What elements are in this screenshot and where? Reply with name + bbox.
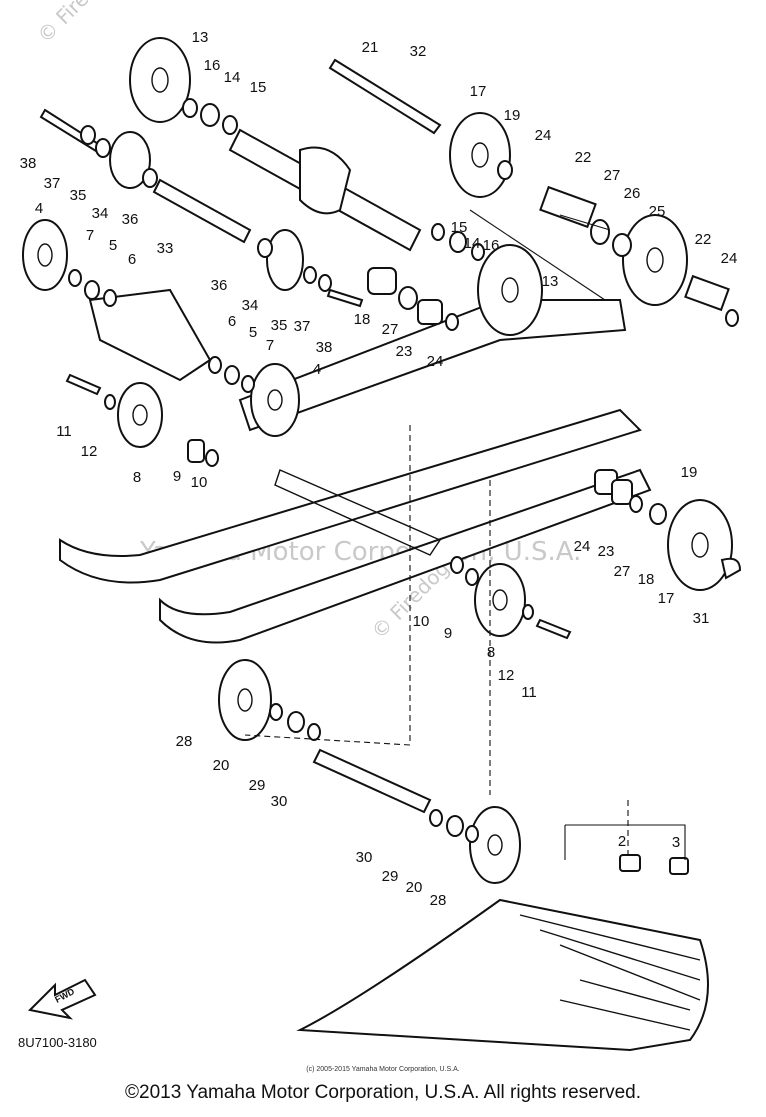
callout-number: 12: [498, 667, 515, 684]
callout-number: 28: [176, 733, 193, 750]
callout-number: 24: [721, 250, 738, 267]
callout-number: 5: [109, 237, 117, 254]
callout-number: 11: [56, 423, 72, 440]
front-axle: [152, 58, 442, 252]
callout-number: 8: [487, 644, 495, 661]
callout-number: 17: [470, 83, 487, 100]
callout-number: 34: [92, 205, 109, 222]
callout-number: 7: [266, 337, 274, 354]
callout-number: 4: [35, 200, 43, 217]
callout-number: 4: [313, 361, 321, 378]
callout-number: 36: [211, 277, 228, 294]
callout-number: 20: [406, 879, 423, 896]
callout-number: 17: [658, 590, 675, 607]
callout-number: 18: [354, 311, 371, 328]
callout-number: 13: [192, 29, 209, 46]
callout-number: 38: [20, 155, 37, 172]
callout-number: 22: [695, 231, 712, 248]
callout-number: 37: [294, 318, 311, 335]
callout-number: 6: [128, 251, 136, 268]
callout-number: 28: [430, 892, 447, 909]
callout-number: 14: [464, 235, 481, 252]
callout-number: 9: [444, 625, 452, 642]
callout-number: 30: [356, 849, 373, 866]
callout-number: 12: [81, 443, 98, 460]
callout-number: 6: [228, 313, 236, 330]
callout-number: 15: [451, 219, 468, 236]
small-copyright: (c) 2005-2015 Yamaha Motor Corporation, …: [306, 1066, 460, 1073]
callout-number: 14: [224, 69, 241, 86]
callout-number: 38: [316, 339, 333, 356]
callout-number: 32: [410, 43, 427, 60]
callout-number: 16: [204, 57, 221, 74]
callout-number: 18: [638, 571, 655, 588]
fwd-arrow: FWD: [27, 978, 97, 1020]
callout-number: 21: [362, 39, 379, 56]
callout-number: 34: [242, 297, 259, 314]
callout-number: 27: [604, 167, 621, 184]
callout-number: 23: [396, 343, 413, 360]
wheels: [22, 37, 733, 884]
callout-number: 22: [575, 149, 592, 166]
callout-number: 20: [213, 757, 230, 774]
callout-number: 29: [249, 777, 266, 794]
callout-number: 19: [681, 464, 698, 481]
callout-number: 24: [574, 538, 591, 555]
callout-number: 31: [693, 610, 710, 627]
callout-number: 27: [382, 321, 399, 338]
callout-number: 25: [649, 203, 666, 220]
callout-number: 7: [86, 227, 94, 244]
callout-number: 10: [191, 474, 208, 491]
callout-number: 15: [250, 79, 267, 96]
callout-number: 9: [173, 468, 181, 485]
callout-number: 24: [427, 353, 444, 370]
callout-number: 26: [624, 185, 641, 202]
hardware: [39, 98, 742, 875]
callout-number: 3: [672, 834, 680, 851]
callout-number: 23: [598, 543, 615, 560]
callout-number: 19: [504, 107, 521, 124]
callout-number: 29: [382, 868, 399, 885]
callout-number: 36: [122, 211, 139, 228]
slide-rails: [59, 299, 652, 644]
callout-number: 8: [133, 469, 141, 486]
callout-number: 33: [157, 240, 174, 257]
diagram-code: 8U7100-3180: [18, 1035, 97, 1050]
callout-number: 13: [542, 273, 559, 290]
callout-number: 11: [521, 684, 537, 701]
callout-number: 27: [614, 563, 631, 580]
callout-number: 37: [44, 175, 61, 192]
watermark-side: © Firedog.com: [32, 0, 154, 48]
suspension-arm: [88, 288, 432, 814]
track-section: [296, 898, 709, 1052]
reference-lines: [244, 209, 686, 860]
callout-number: 10: [413, 613, 430, 630]
callout-number: 2: [618, 833, 626, 850]
callout-number: 16: [483, 237, 500, 254]
callout-number: 30: [271, 793, 288, 810]
callout-number: 35: [70, 187, 87, 204]
callout-number: 5: [249, 324, 257, 341]
callout-number: 24: [535, 127, 552, 144]
footer-copyright: ©2013 Yamaha Motor Corporation, U.S.A. A…: [125, 1082, 641, 1103]
callout-number: 35: [271, 317, 288, 334]
